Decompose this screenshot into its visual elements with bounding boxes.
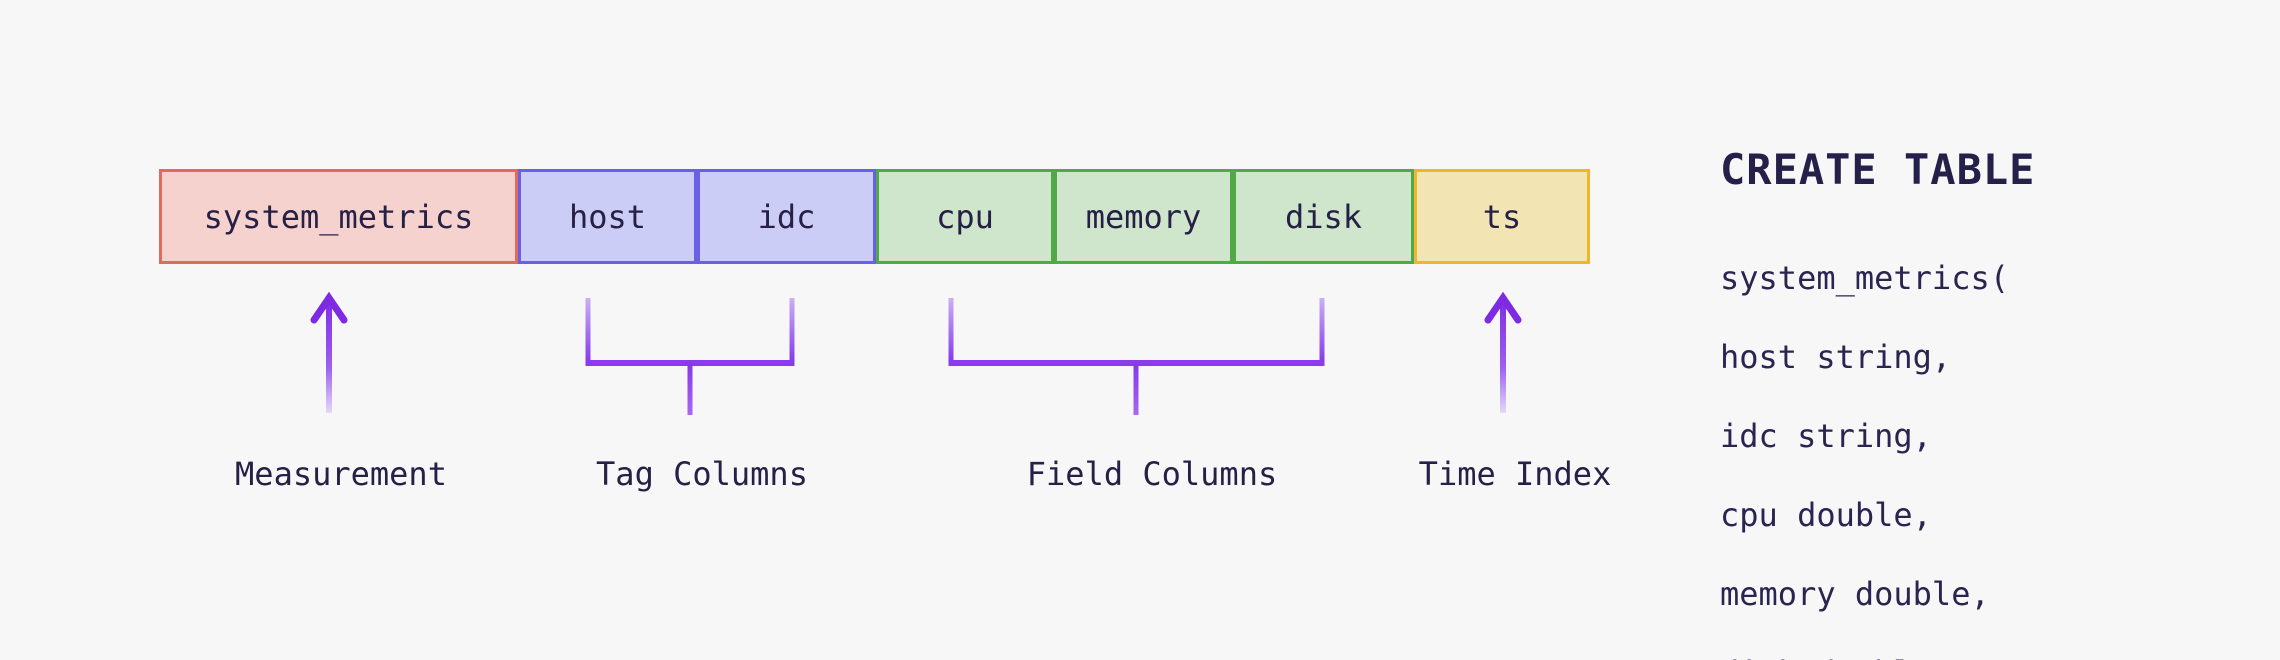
label-measurement: Measurement	[235, 455, 447, 493]
code-line: memory double,	[1720, 574, 2182, 615]
box-ts: ts	[1414, 169, 1590, 264]
measurement-arrow-icon	[310, 291, 348, 413]
sql-snippet: CREATE TABLE system_metrics( host string…	[1720, 108, 2182, 660]
box-system-metrics: system_metrics	[159, 169, 518, 264]
code-text: cpu double,	[1720, 496, 1932, 534]
code-text: host string,	[1720, 338, 1952, 376]
code-line: system_metrics(	[1720, 258, 2182, 299]
code-text: system_metrics(	[1720, 259, 2009, 297]
box-memory: memory	[1054, 169, 1233, 264]
label-field-columns: Field Columns	[1026, 455, 1278, 493]
box-host: host	[518, 169, 697, 264]
field-columns-bracket	[948, 298, 1325, 415]
time-index-arrow-icon	[1484, 291, 1522, 413]
code-line: idc string,	[1720, 416, 2182, 457]
code-text: disk double,	[1720, 654, 1951, 660]
code-text: memory double,	[1720, 575, 1990, 613]
code-line: cpu double,	[1720, 495, 2182, 536]
box-disk: disk	[1233, 169, 1414, 264]
schema-row: system_metrics host idc cpu memory disk …	[159, 169, 1590, 264]
sql-heading: CREATE TABLE	[1720, 145, 2036, 194]
label-time-index: Time Index	[1418, 455, 1612, 493]
box-idc: idc	[697, 169, 876, 264]
label-tag-columns: Tag Columns	[596, 455, 808, 493]
tag-columns-bracket	[585, 298, 795, 415]
code-line: host string,	[1720, 337, 2182, 378]
box-cpu: cpu	[876, 169, 1054, 264]
code-text: idc string,	[1720, 417, 1932, 455]
code-line: disk double,	[1720, 653, 2182, 660]
